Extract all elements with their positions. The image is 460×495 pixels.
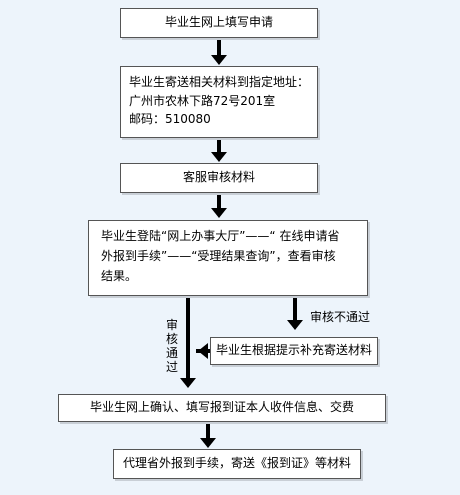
arrow-apply-to-send [211,40,227,65]
step-review-label: 客服审核材料 [182,170,255,185]
step-confirm-pay-label: 毕业生网上确认、填写报到证本人收件信息、交费 [89,400,354,415]
step-apply: 毕业生网上填写申请 [120,8,318,38]
step-send-materials: 毕业生寄送相关材料到指定地址： 广州市农林下路72号201室 邮码：510080 [120,66,318,138]
step-final-delivery: 代理省外报到手续，寄送《报到证》等材料 [113,449,361,479]
arrow-confirm-to-final [200,422,216,448]
step-confirm-pay: 毕业生网上确认、填写报到证本人收件信息、交费 [58,394,386,422]
send-line-postcode: 邮码：510080 [129,112,211,127]
arrow-send-to-review [211,139,227,162]
login-line-1: 毕业生登陆“网上办事大厅”——“ 在线申请省 [101,229,340,243]
step-apply-label: 毕业生网上填写申请 [164,15,273,30]
step-supplement: 毕业生根据提示补充寄送材料 [210,337,378,365]
branch-label-fail: 审核不通过 [310,310,371,324]
arrow-supplement-to-main [196,343,210,359]
arrow-review-to-login [211,193,227,218]
login-line-3: 结果。 [101,268,138,283]
branch-label-pass: 审核通过 [165,318,178,374]
login-line-2: 外报到手续”——“受理结果查询”，查看审核 [101,248,336,263]
step-review: 客服审核材料 [120,163,318,193]
send-line-1: 毕业生寄送相关材料到指定地址： [129,75,310,89]
arrow-login-to-confirm-pass [180,296,196,388]
send-line-address: 广州市农林下路72号201室 [129,93,276,108]
step-final-delivery-label: 代理省外报到手续，寄送《报到证》等材料 [122,456,351,471]
arrow-login-to-supplement-fail [287,296,303,330]
step-login-check: 毕业生登陆“网上办事大厅”——“ 在线申请省 外报到手续”——“受理结果查询”，… [88,220,368,296]
step-supplement-label: 毕业生根据提示补充寄送材料 [215,343,372,358]
